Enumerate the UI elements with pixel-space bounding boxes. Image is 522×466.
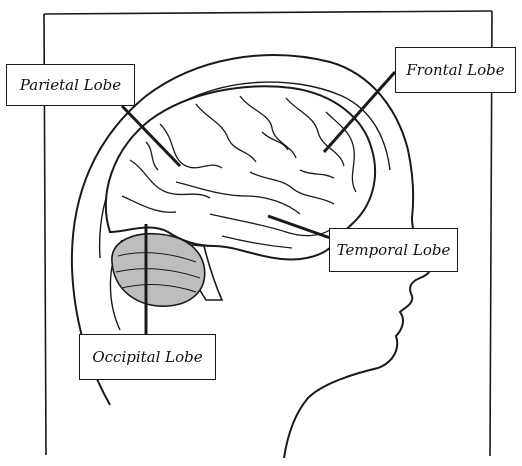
occipital-lobe-label: Occipital Lobe: [79, 334, 216, 380]
parietal-lobe-label: Parietal Lobe: [6, 64, 135, 106]
frontal-lobe-label: Frontal Lobe: [395, 47, 516, 93]
temporal-lobe-label: Temporal Lobe: [329, 228, 458, 272]
